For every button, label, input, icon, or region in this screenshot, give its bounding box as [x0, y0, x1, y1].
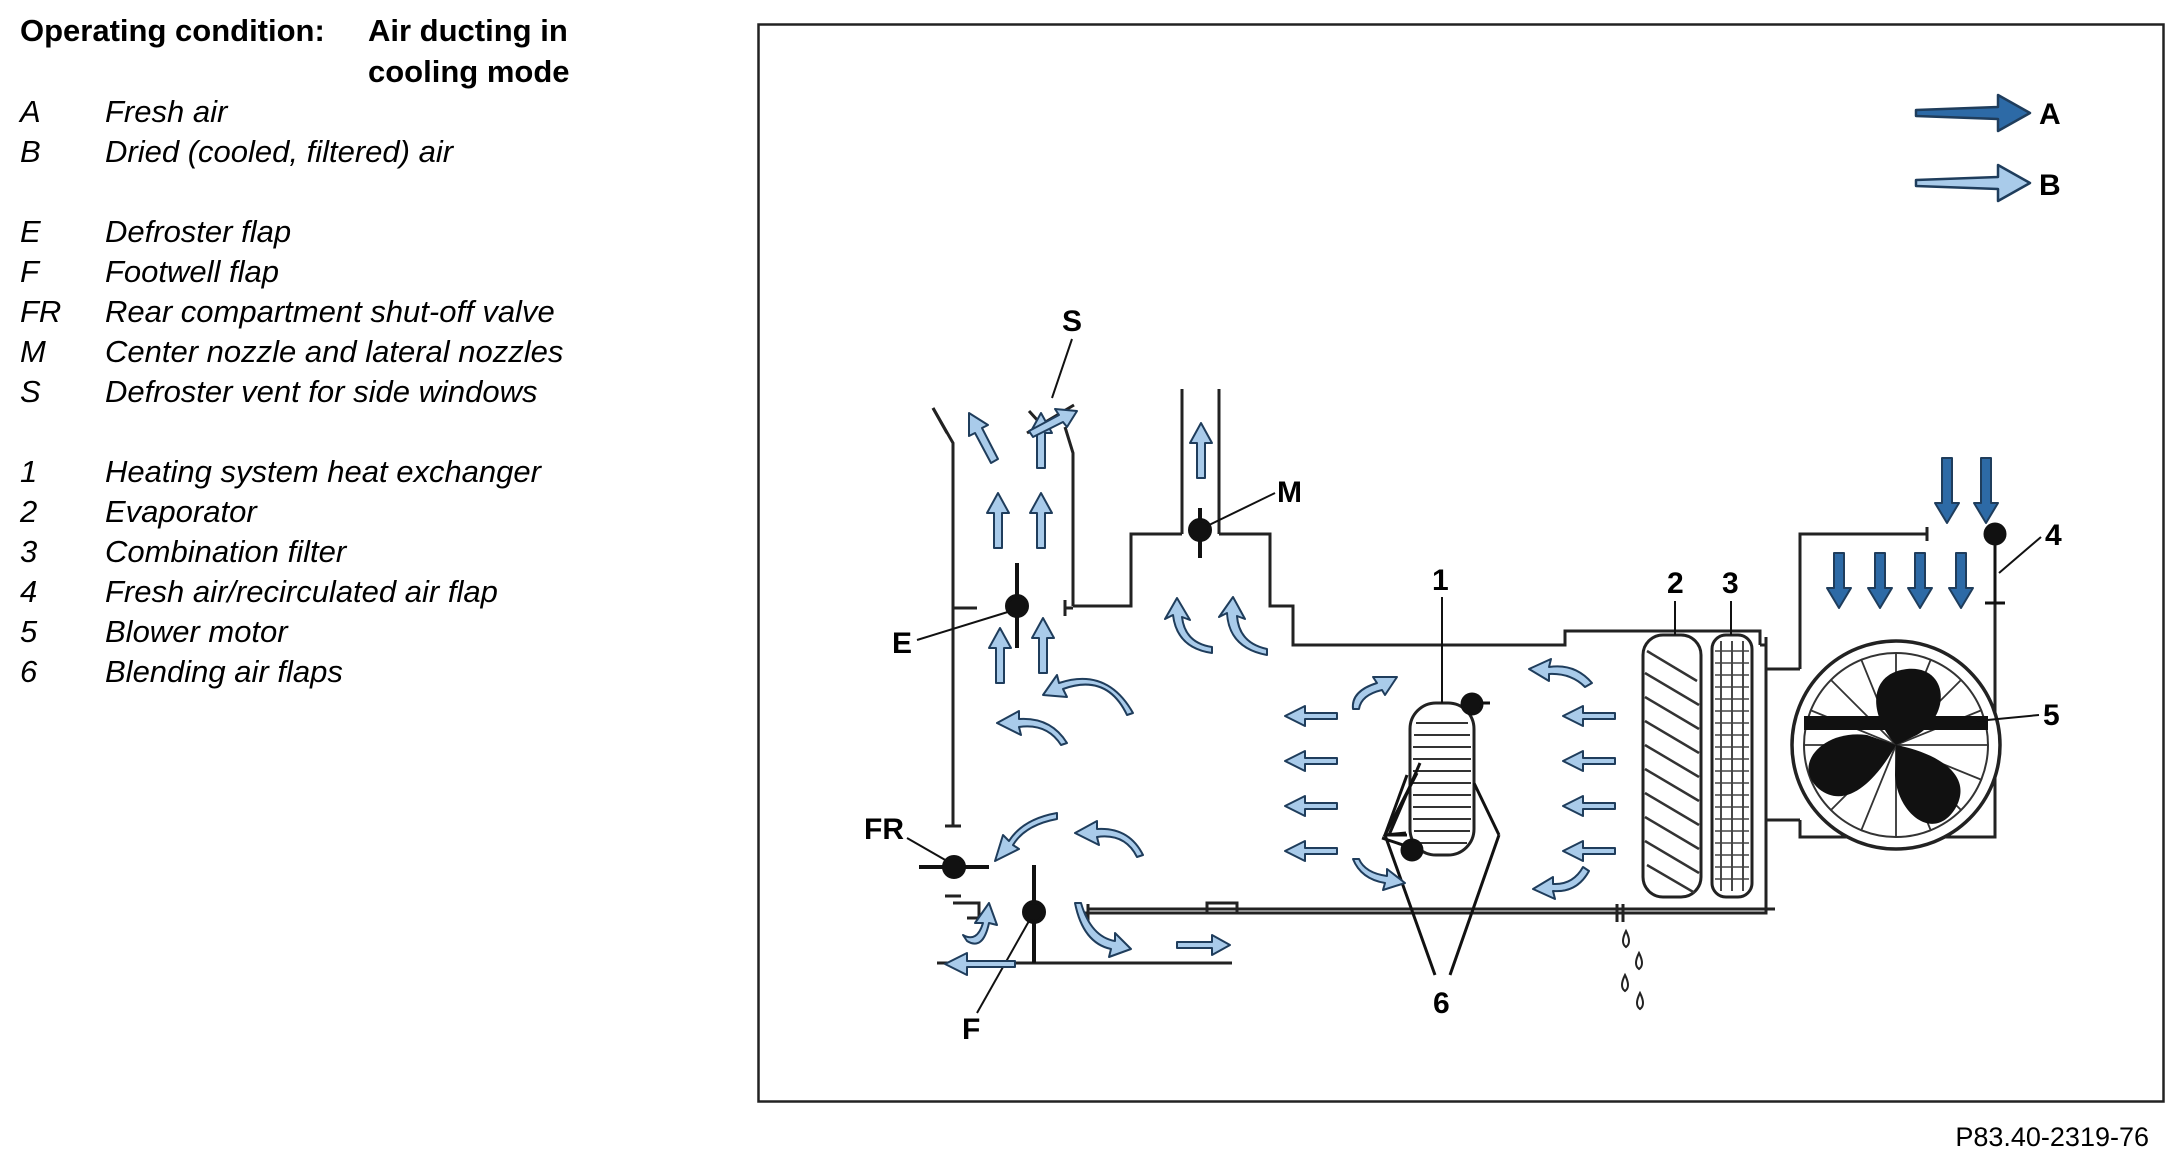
center-nozzle-flap-M [1188, 508, 1212, 558]
label-E: E [892, 627, 912, 660]
dried-air-legend-arrow [1914, 163, 2032, 203]
legend: Operating condition: Air ducting in cool… [20, 10, 740, 692]
evaporator-2 [1641, 633, 1703, 899]
label-6: 6 [1433, 987, 1450, 1020]
label-B: B [2039, 169, 2061, 202]
operating-condition: Operating condition: Air ducting in cool… [20, 10, 740, 92]
leader-S [1051, 338, 1073, 399]
condensate-drops [1621, 928, 1644, 1011]
condition-label: Operating condition: [20, 13, 325, 48]
rear-shutoff-valve-FR [919, 855, 989, 879]
leader-FR [906, 837, 948, 862]
defroster-outlet-walls [931, 407, 949, 434]
label-FR: FR [864, 813, 904, 846]
diagram-frame [757, 23, 2165, 1103]
label-F: F [962, 1013, 980, 1046]
label-1: 1 [1432, 564, 1449, 597]
diagram-svg: A B [757, 23, 2165, 1103]
label-5: 5 [2043, 699, 2060, 732]
leader-5 [1976, 714, 2040, 722]
label-4: 4 [2045, 519, 2062, 552]
blower-motor-5 [1790, 639, 2002, 851]
figure-code: P83.40-2319-76 [1955, 1122, 2149, 1152]
label-3: 3 [1722, 567, 1739, 600]
combination-filter-3 [1710, 633, 1754, 899]
defroster-flap-E [1005, 563, 1029, 648]
leader-4 [1998, 536, 2042, 574]
label-M: M [1277, 476, 1302, 509]
footwell-flap-F [1022, 865, 1046, 963]
fresh-air-legend-arrow [1914, 93, 2032, 133]
air-ducting-diagram: A B [757, 23, 2165, 1103]
label-A: A [2039, 98, 2061, 131]
fresh-recirc-flap-4 [1983, 522, 2007, 605]
fresh-air-arrows [1826, 457, 1999, 609]
label-2: 2 [1667, 567, 1684, 600]
leader-E [916, 610, 1012, 641]
label-S: S [1062, 305, 1082, 338]
dried-air-arrows [944, 408, 1616, 976]
leader-M [1206, 492, 1276, 527]
blending-air-flaps-6 [1381, 692, 1501, 976]
heat-exchanger-1 [1408, 701, 1476, 857]
condition-value: Air ducting in cooling mode [368, 13, 570, 89]
